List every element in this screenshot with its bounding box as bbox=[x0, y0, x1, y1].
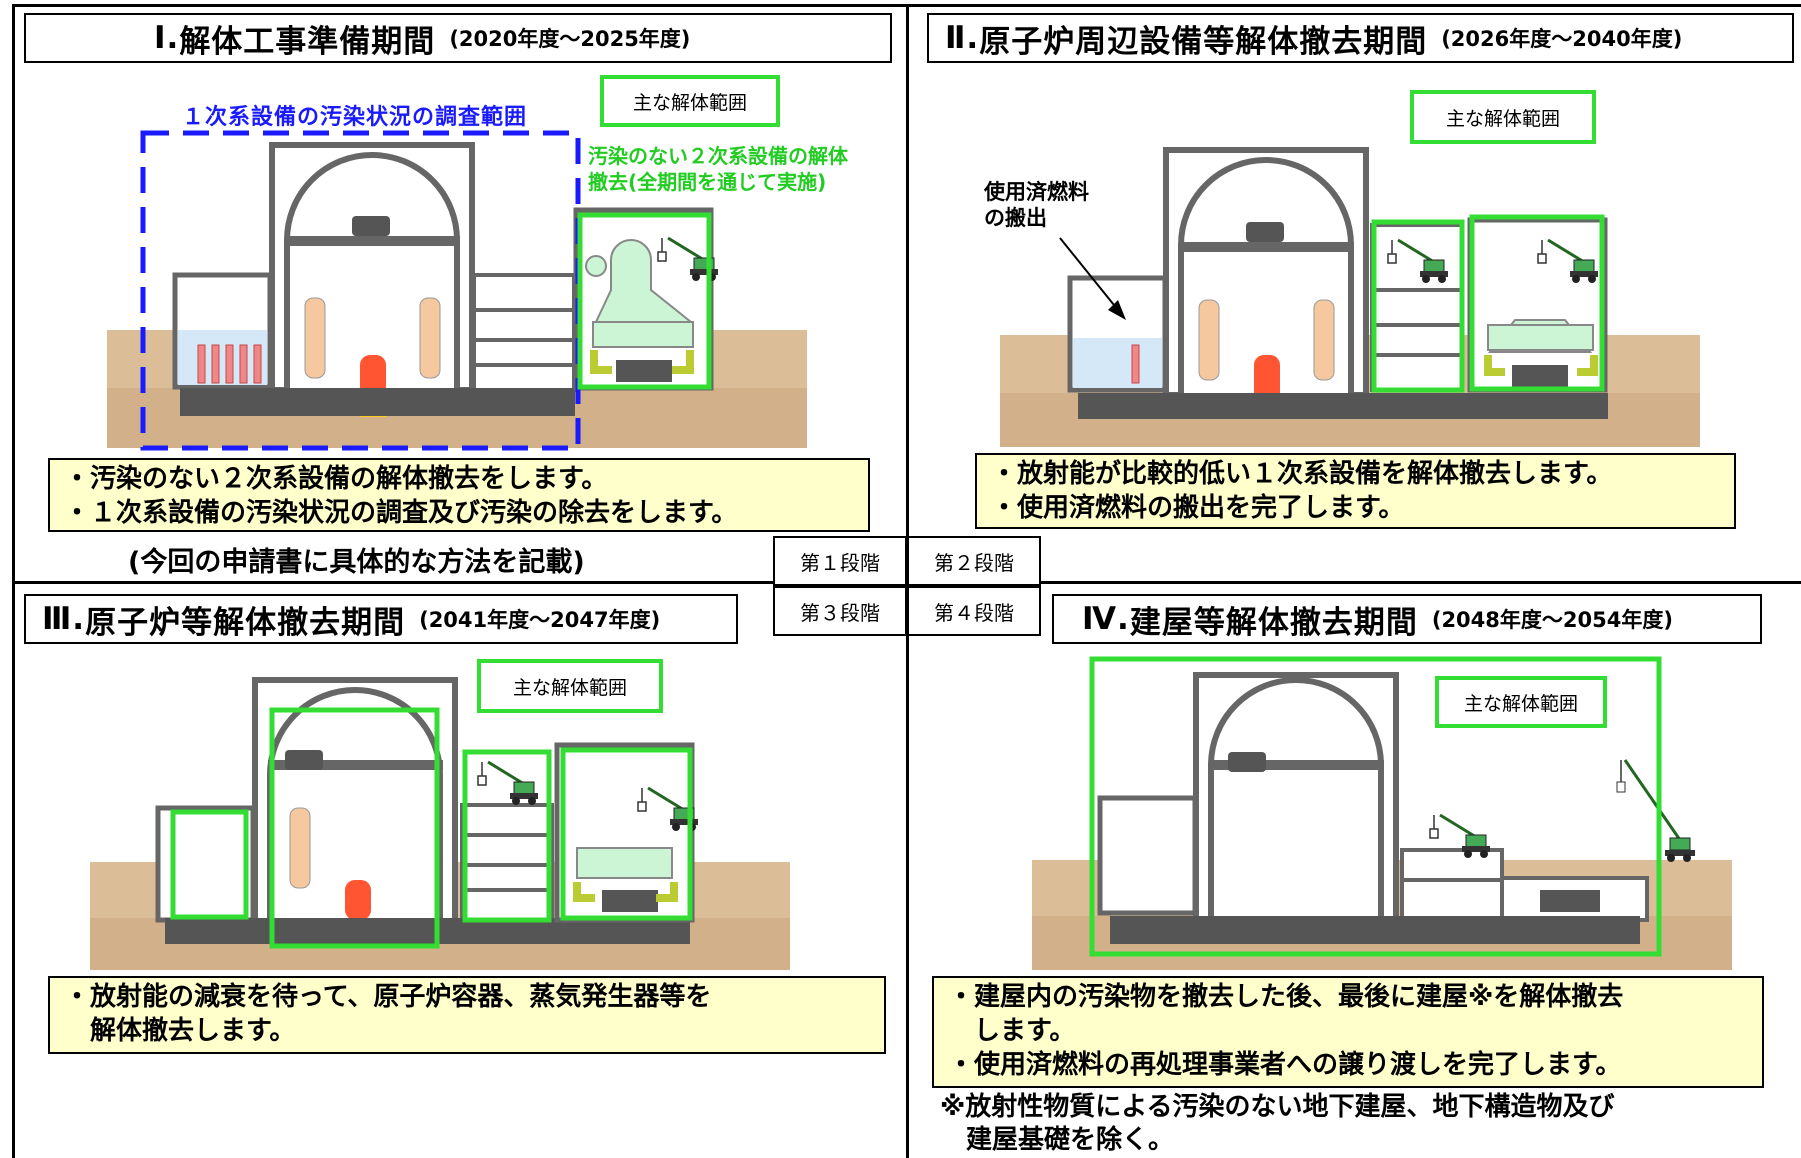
phase-3-title: 原子炉等解体撤去期間 bbox=[85, 604, 406, 641]
phase-2-title: 原子炉周辺設備等解体撤去期間 bbox=[979, 23, 1428, 60]
phase-1-title: 解体工事準備期間 bbox=[179, 23, 436, 60]
phase-3-numeral: Ⅲ. bbox=[42, 601, 86, 637]
stage-3: 第３段階 bbox=[773, 586, 907, 636]
description-line: ・放射能の減衰を待って、原子炉容器、蒸気発生器等を bbox=[64, 982, 712, 1012]
phase-1-years: (2020年度～2025年度) bbox=[449, 27, 691, 51]
description-line: します。 bbox=[948, 1016, 1076, 1046]
description-line: ・１次系設備の汚染状況の調査及び汚染の除去をします。 bbox=[64, 498, 738, 528]
stage-4: 第４段階 bbox=[907, 586, 1041, 636]
spent-fuel-out-label: 使用済燃料 の搬出 bbox=[984, 179, 1089, 231]
phase-3-scope-label: 主な解体範囲 bbox=[477, 659, 663, 713]
panel-3-scene bbox=[90, 677, 790, 970]
phase-4-numeral: Ⅳ. bbox=[1082, 601, 1130, 637]
panel-2-scene bbox=[1000, 147, 1700, 447]
phase-2-years: (2026年度～2040年度) bbox=[1441, 27, 1683, 51]
phase-4-footnote: ※放射性物質による汚染のない地下建屋、地下構造物及び 建屋基礎を除く。 bbox=[940, 1091, 1615, 1157]
phase-1-note: (今回の申請書に具体的な方法を記載) bbox=[128, 547, 585, 578]
spent-fuel-out-line: 使用済燃料 bbox=[984, 180, 1089, 204]
phase-3-years: (2041年度～2047年度) bbox=[419, 608, 661, 632]
description-line: ・建屋内の汚染物を撤去した後、最後に建屋※を解体撤去 bbox=[948, 982, 1624, 1012]
phase-1-description: ・汚染のない２次系設備の解体撤去をします。 ・１次系設備の汚染状況の調査及び汚染… bbox=[48, 458, 870, 532]
phase-1-scope-label: 主な解体範囲 bbox=[600, 75, 780, 127]
stage-1: 第１段階 bbox=[773, 536, 907, 586]
secondary-removal-line: 撤去(全期間を通じて実施) bbox=[588, 170, 827, 194]
panel-4-scene bbox=[1032, 656, 1732, 970]
footnote-line: ※放射性物質による汚染のない地下建屋、地下構造物及び bbox=[940, 1092, 1615, 1122]
primary-survey-scope-label: １次系設備の汚染状況の調査範囲 bbox=[182, 105, 528, 130]
phase-2-title-box: Ⅱ. 原子炉周辺設備等解体撤去期間 (2026年度～2040年度) bbox=[927, 13, 1794, 63]
phase-1-numeral: Ⅰ. bbox=[154, 20, 180, 56]
phase-4-years: (2048年度～2054年度) bbox=[1431, 608, 1673, 632]
phase-4-description: ・建屋内の汚染物を撤去した後、最後に建屋※を解体撤去 します。 ・使用済燃料の再… bbox=[932, 976, 1764, 1088]
spent-fuel-out-line: の搬出 bbox=[984, 206, 1047, 230]
phase-4-title-box: Ⅳ. 建屋等解体撤去期間 (2048年度～2054年度) bbox=[1052, 594, 1762, 644]
description-line: 解体撤去します。 bbox=[64, 1016, 296, 1046]
phase-3-title-box: Ⅲ. 原子炉等解体撤去期間 (2041年度～2047年度) bbox=[24, 594, 738, 644]
description-line: ・放射能が比較的低い１次系設備を解体撤去します。 bbox=[991, 459, 1613, 489]
secondary-removal-line: 汚染のない２次系設備の解体 bbox=[588, 144, 848, 168]
secondary-removal-label: 汚染のない２次系設備の解体 撤去(全期間を通じて実施) bbox=[588, 143, 848, 195]
stage-2: 第２段階 bbox=[907, 536, 1041, 586]
panel-1-scene bbox=[107, 130, 807, 451]
description-line: ・汚染のない２次系設備の解体撤去をします。 bbox=[64, 464, 608, 494]
phase-2-numeral: Ⅱ. bbox=[945, 20, 980, 56]
phase-4-title: 建屋等解体撤去期間 bbox=[1129, 604, 1418, 641]
phase-2-scope-label: 主な解体範囲 bbox=[1410, 90, 1596, 144]
phase-4-scope-label: 主な解体範囲 bbox=[1435, 676, 1607, 728]
phase-2-description: ・放射能が比較的低い１次系設備を解体撤去します。 ・使用済燃料の搬出を完了します… bbox=[975, 453, 1736, 529]
footnote-line: 建屋基礎を除く。 bbox=[940, 1125, 1175, 1155]
phase-3-description: ・放射能の減衰を待って、原子炉容器、蒸気発生器等を 解体撤去します。 bbox=[48, 976, 886, 1054]
description-line: ・使用済燃料の再処理事業者への譲り渡しを完了します。 bbox=[948, 1050, 1622, 1080]
description-line: ・使用済燃料の搬出を完了します。 bbox=[991, 493, 1405, 523]
phase-1-title-box: Ⅰ. 解体工事準備期間 (2020年度～2025年度) bbox=[24, 13, 892, 63]
